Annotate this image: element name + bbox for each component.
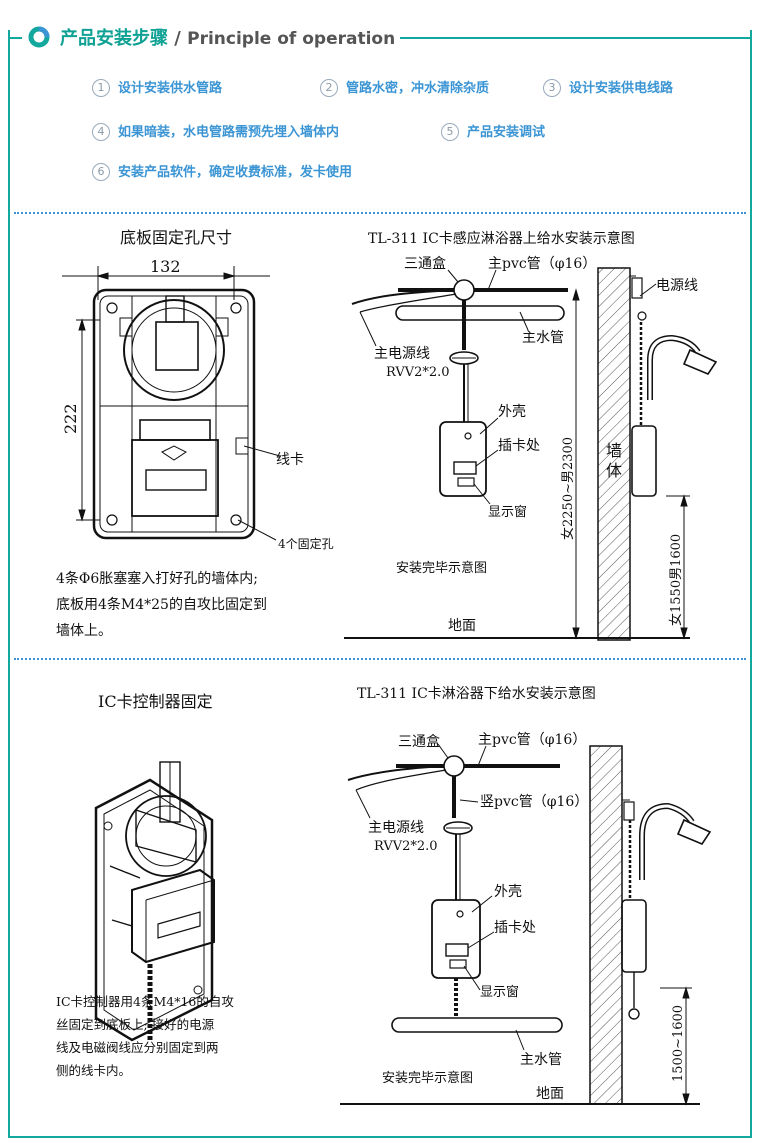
title-en: Principle of operation	[187, 29, 396, 49]
upper-height-total-label: 女2250~男2300	[560, 437, 576, 540]
lower-display-window-label: 显示窗	[480, 984, 519, 1000]
lower-diagram	[340, 743, 712, 1106]
upper-wall-label: 墙	[606, 441, 622, 460]
lower-done-label: 安装完毕示意图	[382, 1070, 473, 1086]
upper-tee-box-label: 三通盒	[404, 255, 446, 272]
upper-wall-label: 体	[606, 461, 622, 480]
frame-top-line-right	[400, 37, 752, 39]
upper-rvv-label: RVV2*2.0	[386, 365, 450, 380]
upper-main-pvc-label: 主pvc管（φ16）	[488, 256, 596, 272]
upper-power-line-label: 电源线	[656, 278, 698, 294]
width-dimension: 132	[150, 257, 181, 276]
upper-height-unit-label: 女1550男1600	[668, 534, 684, 626]
frame-top-line-left	[8, 37, 22, 39]
controller-title: IC卡控制器固定	[98, 692, 213, 711]
lower-diagram-title: TL-311 IC卡淋浴器下给水安装示意图	[357, 686, 596, 702]
lower-wall	[589, 745, 623, 1105]
lower-height-unit-label: 1500~1600	[671, 1005, 686, 1082]
lower-card-slot-label: 插卡处	[494, 920, 536, 936]
baseplate-drawing	[62, 266, 281, 541]
cable-clip-label: 线卡	[276, 452, 304, 468]
upper-main-water-pipe-label: 主水管	[522, 330, 564, 346]
lower-housing-label: 外壳	[494, 883, 522, 900]
controller-note: IC卡控制器用4条M4*16的自攻 丝固定到底板上; 接好的电源 线及电磁阀线应…	[56, 994, 234, 1078]
ring-logo-icon	[28, 26, 50, 48]
lower-rvv-label: RVV2*2.0	[374, 839, 438, 854]
height-dimension: 222	[61, 403, 80, 434]
upper-wall	[597, 267, 631, 641]
lower-main-water-pipe-label: 主水管	[520, 1052, 562, 1068]
content-frame	[8, 30, 752, 1138]
upper-done-label: 安装完毕示意图	[396, 560, 487, 576]
lower-tee-box-label: 三通盒	[398, 733, 440, 750]
dotted-divider	[14, 212, 746, 214]
upper-main-power-line-label: 主电源线	[374, 346, 430, 362]
lower-vertical-pvc-label: 竖pvc管（φ16）	[480, 794, 588, 810]
lower-main-power-line-label: 主电源线	[368, 820, 424, 836]
upper-housing-label: 外壳	[498, 403, 526, 420]
baseplate-note: 4条Φ6胀塞塞入打好孔的墙体内; 底板用4条M4*25的自攻比固定到 墙体上。	[56, 571, 267, 639]
lower-main-pvc-label: 主pvc管（φ16）	[478, 732, 586, 748]
upper-ground-label: 地面	[448, 618, 476, 634]
upper-diagram-title: TL-311 IC卡感应淋浴器上给水安装示意图	[368, 231, 635, 247]
upper-card-slot-label: 插卡处	[498, 438, 540, 454]
dotted-divider	[14, 658, 746, 660]
controller-drawing	[94, 761, 215, 1042]
mounting-holes-label: 4个固定孔	[278, 536, 334, 551]
baseplate-title: 底板固定孔尺寸	[120, 228, 233, 247]
upper-diagram	[344, 269, 718, 640]
title-cn: 产品安装步骤	[60, 28, 168, 49]
page-title: 产品安装步骤 / Principle of operation	[60, 24, 395, 50]
upper-display-window-label: 显示窗	[488, 504, 527, 520]
title-slash: /	[168, 28, 188, 49]
lower-ground-label: 地面	[536, 1086, 564, 1102]
